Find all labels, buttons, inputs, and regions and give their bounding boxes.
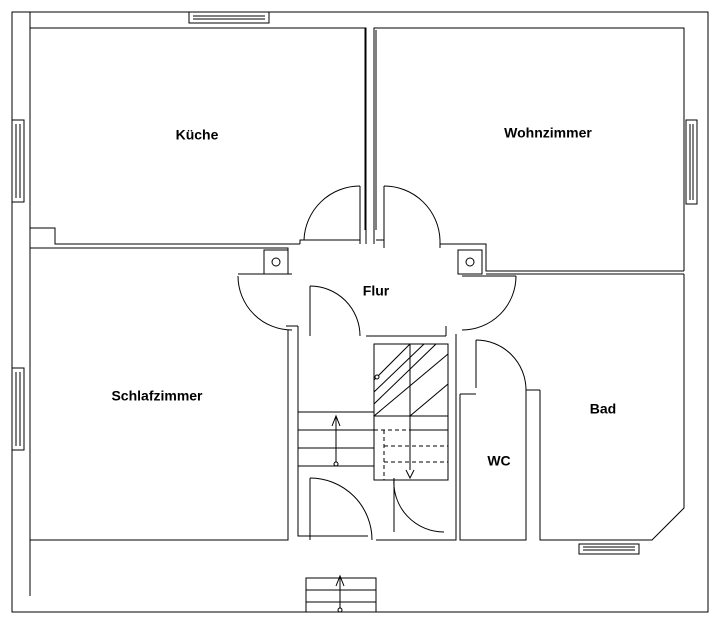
window-left-kueche	[11, 119, 25, 203]
label-schlafzimmer: Schlafzimmer	[111, 388, 203, 404]
stairs-left-flight	[297, 411, 375, 467]
room-wohnzimmer	[373, 27, 685, 272]
label-kueche: Küche	[176, 127, 219, 143]
window-left-schlafzimmer	[11, 367, 25, 451]
outer-walls	[11, 11, 709, 613]
room-wc	[459, 390, 527, 541]
room-kueche	[30, 27, 367, 244]
door-wohnzimmer	[383, 185, 441, 241]
label-wc: WC	[487, 453, 510, 469]
door-wc	[475, 339, 527, 391]
door-schlafzimmer	[237, 273, 293, 331]
door-flur-stair	[309, 285, 361, 337]
room-bad	[526, 274, 685, 541]
window-bottom-bad	[578, 543, 640, 555]
door-kueche	[303, 185, 361, 241]
window-right-wohnzimmer	[685, 119, 698, 205]
room-flur	[238, 273, 684, 541]
column-left	[263, 249, 289, 275]
door-bad	[461, 275, 517, 331]
label-flur: Flur	[363, 283, 390, 299]
door-entrance	[309, 477, 373, 541]
column-right	[457, 249, 483, 275]
stairs-entrance	[305, 574, 377, 613]
label-wohnzimmer: Wohnzimmer	[504, 125, 592, 141]
label-bad: Bad	[590, 401, 616, 417]
window-top	[188, 11, 270, 24]
staircase	[373, 343, 449, 481]
door-stair-lower	[393, 477, 445, 533]
